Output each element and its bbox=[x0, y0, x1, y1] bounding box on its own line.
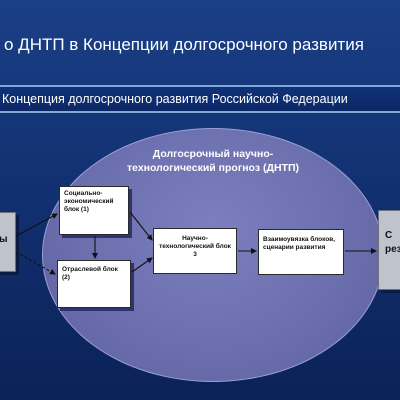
right-output-box-label: С рез bbox=[385, 230, 400, 255]
arrow-left-to-sectoral bbox=[15, 251, 56, 275]
left-input-box: ы bbox=[0, 212, 16, 272]
arrow-left-to-socio bbox=[15, 213, 58, 237]
concept-band-text: Концепция долгосрочного развития Российс… bbox=[2, 92, 348, 106]
block-sectoral: Отраслевой блок (2) bbox=[57, 260, 131, 308]
block-sectoral-label: Отраслевой блок (2) bbox=[62, 266, 118, 281]
concept-band: Концепция долгосрочного развития Российс… bbox=[0, 85, 400, 113]
block-sci-tech-label: Научно-технологический блок 3 bbox=[159, 235, 231, 258]
right-output-box: С рез bbox=[378, 210, 400, 290]
block-sci-tech: Научно-технологический блок 3 bbox=[153, 228, 237, 274]
slide-title: о ДНТП в Концепции долгосрочного развити… bbox=[4, 35, 364, 54]
arrow-sectoral-to-scitech bbox=[131, 257, 153, 273]
block-socio-economic: Социально-экономический блок (1) bbox=[59, 186, 129, 235]
block-interaction: Взаимоувязка блоков, сценарии развития bbox=[258, 229, 344, 275]
block-socio-economic-label: Социально-экономический блок (1) bbox=[64, 190, 114, 213]
left-input-box-label: ы bbox=[0, 234, 8, 245]
ellipse-title: Долгосрочный научно-технологический прог… bbox=[127, 148, 299, 174]
block-interaction-label: Взаимоувязка блоков, сценарии развития bbox=[263, 236, 336, 251]
arrow-socio-to-scitech bbox=[129, 211, 153, 241]
